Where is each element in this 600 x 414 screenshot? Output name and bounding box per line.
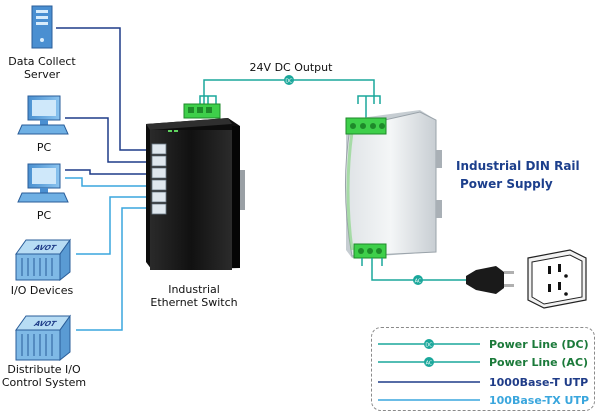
distribute-io-to-switch-line xyxy=(76,207,152,331)
pc1-to-switch-line xyxy=(65,117,152,163)
ac-plug-icon xyxy=(466,266,514,294)
ac-power-line xyxy=(361,258,466,281)
power-supply-title-line2: Power Supply xyxy=(460,177,553,191)
svg-text:DC: DC xyxy=(425,343,433,349)
svg-text:AC: AC xyxy=(415,279,422,285)
distribute-io-label: Distribute I/O Control System xyxy=(1,363,87,389)
ac-badge: AC xyxy=(413,275,423,285)
dc-badge: DC xyxy=(284,75,294,85)
distribute-io-tag: AVOT xyxy=(32,320,59,328)
legend-gigabit-label: 1000Base-T UTP xyxy=(489,376,589,389)
pc2-label: PC xyxy=(36,209,52,222)
server-label: Data Collect Server xyxy=(8,55,76,81)
dc-output-label: 24V DC Output xyxy=(249,61,333,74)
switch-ports xyxy=(151,143,167,215)
gigabit-lines xyxy=(56,27,152,175)
fast-ethernet-lines xyxy=(65,177,152,331)
legend-ac-badge: AC xyxy=(424,357,434,367)
io-devices-icon: AVOT xyxy=(15,238,71,282)
pc1-label: PC xyxy=(36,141,52,154)
legend-ac-label: Power Line (AC) xyxy=(489,356,589,369)
io-devices-to-switch-line xyxy=(76,196,152,255)
server-icon xyxy=(31,5,53,49)
distribute-io-icon: AVOT xyxy=(15,314,71,362)
power-supply-title-line1: Industrial DIN Rail xyxy=(456,159,580,173)
wall-outlet-icon xyxy=(527,249,587,309)
io-devices-tag: AVOT xyxy=(32,244,59,252)
pc2-gig-to-switch-line xyxy=(65,169,152,175)
legend-fast-label: 100Base-TX UTP xyxy=(489,394,590,407)
server-to-switch-line xyxy=(56,27,152,151)
dc-power-line xyxy=(199,79,381,118)
din-rail-power-supply xyxy=(344,110,442,259)
pc2-to-switch-line xyxy=(65,177,152,187)
svg-text:AC: AC xyxy=(426,361,433,367)
legend-dc-badge: DC xyxy=(424,339,434,349)
legend xyxy=(371,327,595,411)
pc1-icon xyxy=(17,95,69,135)
io-devices-label: I/O Devices xyxy=(10,284,74,297)
pc2-icon xyxy=(17,163,69,203)
ethernet-switch xyxy=(146,103,245,270)
svg-text:DC: DC xyxy=(285,79,293,85)
switch-label: Industrial Ethernet Switch xyxy=(150,283,238,309)
legend-dc-label: Power Line (DC) xyxy=(489,338,589,351)
